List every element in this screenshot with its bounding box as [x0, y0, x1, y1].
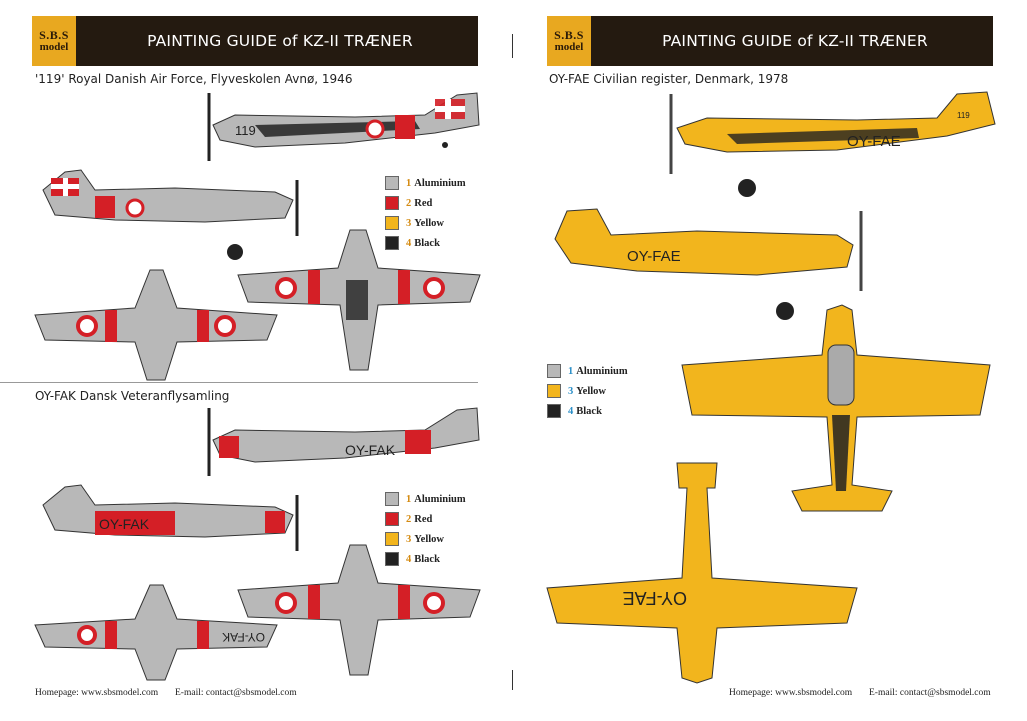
logo-line1: S.B.S	[39, 28, 69, 42]
logo-line1: S.B.S	[554, 28, 584, 42]
legend-number: 3	[406, 533, 412, 545]
footer-email: E-mail: contact@sbsmodel.com	[175, 688, 297, 698]
legend-number: 1	[406, 177, 412, 189]
registration-oy-fak-3: OY-FAK	[222, 630, 265, 644]
legend-label: Yellow	[414, 217, 444, 229]
legend-label: Black	[576, 405, 602, 417]
page-spine-bottom	[512, 670, 513, 690]
logo-line2: model	[39, 41, 69, 53]
swatch-aluminium	[547, 364, 561, 378]
legend-number: 2	[406, 197, 412, 209]
registration-oy-fae-1: OY-FAE	[847, 133, 901, 150]
aircraft-119-profile-left	[42, 169, 299, 260]
aircraft-119-topside	[237, 229, 481, 371]
scheme-title-oy-fak: OY-FAK Dansk Veteranflysamling	[35, 389, 230, 403]
page-title: PAINTING GUIDE of KZ-II TRÆNER	[147, 32, 413, 50]
scheme-title-oy-fae: OY-FAE Civilian register, Denmark, 1978	[549, 72, 789, 86]
aircraft-oyfae-profile-right: OY-FAE 119	[669, 91, 996, 197]
swatch-yellow	[385, 216, 399, 230]
scheme-title-119: '119' Royal Danish Air Force, Flyveskole…	[35, 72, 353, 86]
swatch-yellow	[385, 532, 399, 546]
legend-number: 3	[568, 385, 574, 397]
swatch-red	[385, 512, 399, 526]
registration-oy-fak-1: OY-FAK	[345, 442, 396, 458]
right-header: S.B.S model PAINTING GUIDE of KZ-II TRÆN…	[547, 16, 993, 66]
swatch-yellow	[547, 384, 561, 398]
legend-label: Yellow	[414, 533, 444, 545]
legend-number: 4	[406, 237, 412, 249]
footer-homepage: Homepage: www.sbsmodel.com	[729, 688, 853, 698]
legend-number: 3	[406, 217, 412, 229]
sbs-logo: S.B.S model	[32, 16, 76, 66]
legend-label: Yellow	[576, 385, 606, 397]
aircraft-oyfak-underside: OY-FAK	[34, 584, 278, 681]
page-spine-top	[512, 34, 513, 58]
footer-homepage: Homepage: www.sbsmodel.com	[35, 688, 159, 698]
aircraft-119-profile-right: 119	[207, 92, 480, 161]
legend-label: Aluminium	[576, 365, 628, 377]
swatch-black	[385, 552, 399, 566]
registration-oy-fae-2: OY-FAE	[627, 248, 681, 265]
section-divider	[0, 382, 478, 383]
swatch-black	[547, 404, 561, 418]
legend-number: 1	[568, 365, 574, 377]
logo-line2: model	[554, 41, 584, 53]
marking-119: 119	[235, 123, 256, 138]
sbs-logo: S.B.S model	[547, 16, 591, 66]
footer-email: E-mail: contact@sbsmodel.com	[869, 688, 991, 698]
legend-number: 1	[406, 493, 412, 505]
left-page: S.B.S model PAINTING GUIDE of KZ-II TRÆN…	[0, 0, 510, 721]
right-page: S.B.S model PAINTING GUIDE of KZ-II TRÆN…	[517, 0, 1027, 721]
aircraft-oyfak-profile-right: OY-FAK	[207, 407, 480, 476]
legend-number: 4	[406, 553, 412, 565]
legend-label: Black	[414, 553, 440, 565]
tail-number-119: 119	[957, 111, 970, 120]
registration-oy-fak-2: OY-FAK	[99, 516, 150, 532]
legend-number: 4	[568, 405, 574, 417]
aircraft-119-underside	[34, 269, 278, 381]
legend-label: Red	[414, 513, 433, 525]
swatch-red	[385, 196, 399, 210]
legend-label: Red	[414, 197, 433, 209]
legend-number: 2	[406, 513, 412, 525]
swatch-black	[385, 236, 399, 250]
aircraft-oyfak-topside	[237, 544, 481, 676]
page-title: PAINTING GUIDE of KZ-II TRÆNER	[662, 32, 928, 50]
swatch-aluminium	[385, 492, 399, 506]
aircraft-oyfae-underside: OY-FAE	[546, 462, 858, 684]
legend-label: Aluminium	[414, 177, 466, 189]
aircraft-oyfak-profile-left: OY-FAK	[42, 484, 299, 551]
left-header: S.B.S model PAINTING GUIDE of KZ-II TRÆN…	[32, 16, 478, 66]
swatch-aluminium	[385, 176, 399, 190]
legend-label: Aluminium	[414, 493, 466, 505]
registration-oy-fae-3: OY-FAE	[623, 588, 687, 608]
legend-label: Black	[414, 237, 440, 249]
aircraft-oyfae-profile-left: OY-FAE	[554, 208, 863, 320]
aircraft-oyfae-topside	[681, 304, 991, 512]
